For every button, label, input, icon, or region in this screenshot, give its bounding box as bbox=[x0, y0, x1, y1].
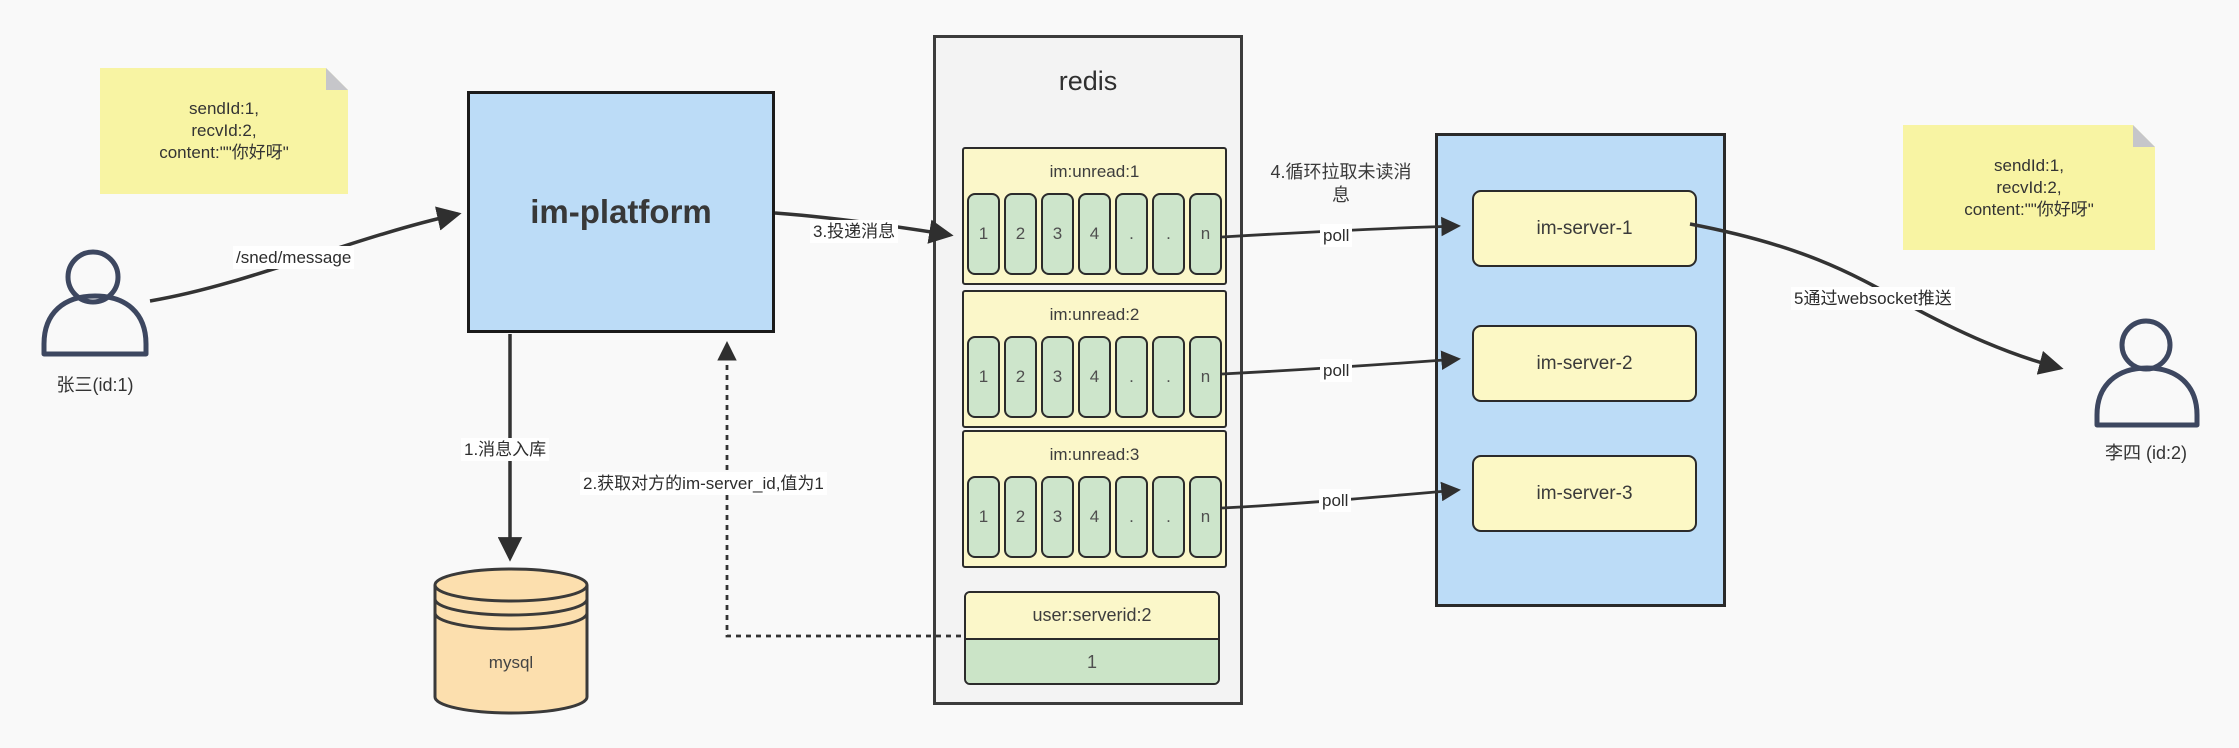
note-line: sendId:1, bbox=[1994, 155, 2064, 175]
queue-cell: 2 bbox=[1004, 476, 1037, 558]
queue-cell: 4 bbox=[1078, 476, 1111, 558]
queue-cell: . bbox=[1152, 476, 1185, 558]
label-poll-2: poll bbox=[1320, 359, 1353, 382]
im-server-container: im-server-1 im-server-2 im-server-3 bbox=[1435, 133, 1726, 607]
label-poll-note-line1: 4.循环拉取未读消 bbox=[1270, 162, 1412, 182]
queue-cell: . bbox=[1115, 193, 1148, 275]
queue-cell: 1 bbox=[967, 193, 1000, 275]
queue-im-unread-1: im:unread:1 1 2 3 4 . . n bbox=[962, 147, 1227, 285]
im-platform-box: im-platform bbox=[467, 91, 775, 333]
label-poll-note: 4.循环拉取未读消 息 bbox=[1256, 161, 1426, 207]
queue-header: im:unread:2 bbox=[1049, 305, 1140, 324]
queue-cell: 4 bbox=[1078, 336, 1111, 418]
kv-user-serverid: user:serverid:2 1 bbox=[964, 591, 1220, 685]
queue-cell: 2 bbox=[1004, 193, 1037, 275]
im-server-1-box: im-server-1 bbox=[1472, 190, 1697, 267]
note-line: sendId:1, bbox=[189, 99, 259, 118]
label-get-serverid: 2.获取对方的im-server_id,值为1 bbox=[580, 472, 827, 495]
label-send-message: /sned/message bbox=[233, 246, 355, 269]
label-poll-note-line2: 息 bbox=[1332, 185, 1350, 205]
label-receiver: 李四 (id:2) bbox=[2104, 443, 2187, 463]
label-sender: 张三(id:1) bbox=[56, 375, 134, 395]
redis-container: redis im:unread:1 1 2 3 4 . . n im:unrea… bbox=[933, 35, 1243, 705]
label-store-mysql: 1.消息入库 bbox=[461, 438, 550, 461]
redis-title: redis bbox=[1058, 66, 1118, 96]
mysql-database-icon bbox=[433, 567, 589, 715]
queue-cell: . bbox=[1115, 336, 1148, 418]
sticky-fold-icon bbox=[326, 68, 348, 90]
note-line: recvId:2, bbox=[191, 121, 257, 140]
label-mysql: mysql bbox=[488, 653, 534, 672]
label-websocket-push: 5通过websocket推送 bbox=[1791, 287, 1955, 310]
label-poll-1: poll bbox=[1320, 224, 1353, 247]
im-server-2-box: im-server-2 bbox=[1472, 325, 1697, 402]
user-icon-receiver bbox=[2094, 318, 2200, 428]
label-poll-3: poll bbox=[1319, 489, 1352, 512]
label-deliver: 3.投递消息 bbox=[810, 220, 899, 243]
note-line: content:""你好呀" bbox=[159, 143, 289, 162]
queue-im-unread-3: im:unread:3 1 2 3 4 . . n bbox=[962, 430, 1227, 568]
kv-key: user:serverid:2 bbox=[966, 593, 1218, 640]
queue-cell: . bbox=[1152, 193, 1185, 275]
im-server-3-box: im-server-3 bbox=[1472, 455, 1697, 532]
user-icon-sender bbox=[41, 249, 149, 357]
kv-value: 1 bbox=[966, 640, 1218, 683]
queue-cell: n bbox=[1189, 476, 1222, 558]
sticky-note-left: sendId:1, recvId:2, content:""你好呀" bbox=[100, 68, 348, 194]
queue-cell: n bbox=[1189, 336, 1222, 418]
queue-cell: 1 bbox=[967, 336, 1000, 418]
queue-im-unread-2: im:unread:2 1 2 3 4 . . n bbox=[962, 290, 1227, 428]
note-line: content:""你好呀" bbox=[1964, 199, 2094, 219]
queue-cell: . bbox=[1115, 476, 1148, 558]
queue-cell: n bbox=[1189, 193, 1222, 275]
queue-cell: 2 bbox=[1004, 336, 1037, 418]
queue-cell: . bbox=[1152, 336, 1185, 418]
queue-cell: 3 bbox=[1041, 476, 1074, 558]
queue-header: im:unread:1 bbox=[1049, 162, 1140, 181]
queue-cell: 1 bbox=[967, 476, 1000, 558]
note-line: recvId:2, bbox=[1996, 177, 2062, 197]
queue-header: im:unread:3 bbox=[1049, 445, 1140, 464]
queue-cell: 3 bbox=[1041, 336, 1074, 418]
sticky-fold-icon bbox=[2133, 125, 2155, 147]
queue-cell: 3 bbox=[1041, 193, 1074, 275]
sticky-note-right: sendId:1, recvId:2, content:""你好呀" bbox=[1903, 125, 2155, 250]
queue-cell: 4 bbox=[1078, 193, 1111, 275]
